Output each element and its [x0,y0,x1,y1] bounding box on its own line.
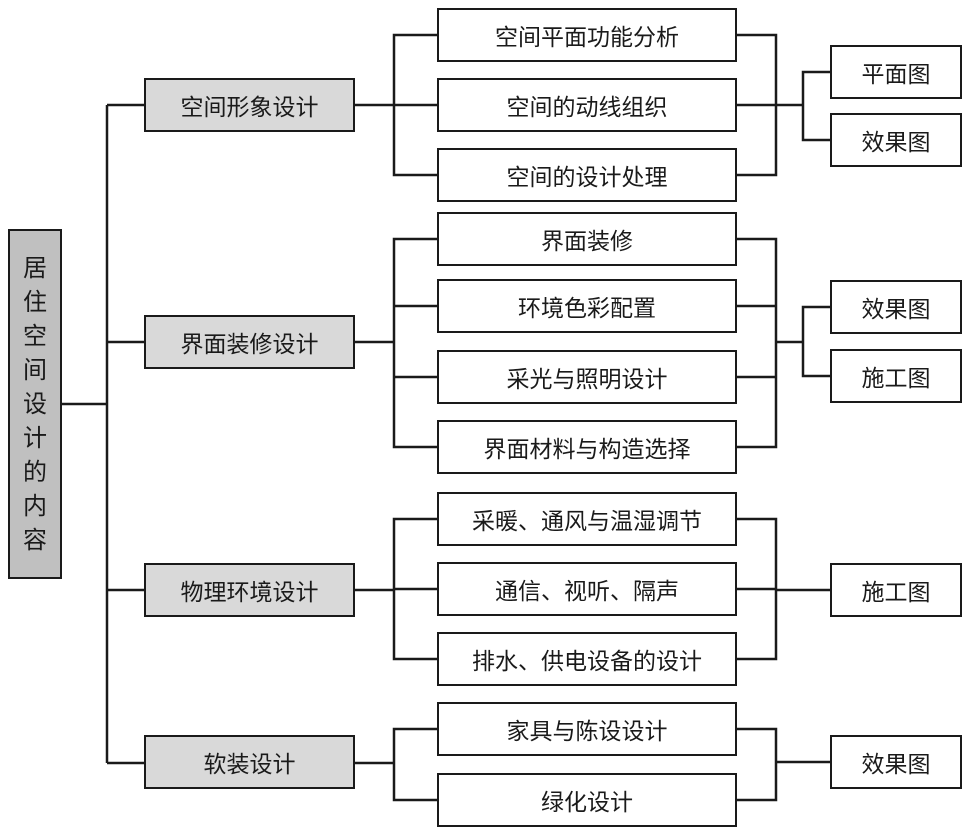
output-node-construction: 施工图 [830,349,962,403]
output-node-plan: 平面图 [830,45,962,99]
connector-cat2-bracket-left [392,237,437,449]
connector-cat3-bracket-right [737,517,778,661]
root-char: 居 [23,254,47,282]
connector-cat1-bracket-left [392,33,437,177]
root-char: 住 [23,288,47,316]
connector-cat4-bracket-right [737,727,778,802]
connector-cat3-bracket-left [392,517,437,661]
item-node: 家具与陈设设计 [437,702,737,756]
item-node: 界面装修 [437,212,737,266]
item-node: 界面材料与构造选择 [437,420,737,474]
root-char: 空 [23,322,47,350]
item-node: 空间的动线组织 [437,78,737,132]
output-node-rendering: 效果图 [830,113,962,167]
connector-cat4-bracket-left [392,727,437,802]
output-node-rendering: 效果图 [830,735,962,789]
output-node-construction: 施工图 [830,563,962,617]
category-node-physical-environment: 物理环境设计 [144,563,355,617]
item-node: 绿化设计 [437,773,737,827]
root-char: 间 [23,356,47,384]
root-char: 的 [23,458,47,486]
root-node: 居 住 空 间 设 计 的 内 容 [8,229,62,579]
category-node-soft-furnishing: 软装设计 [144,735,355,789]
item-node: 排水、供电设备的设计 [437,632,737,686]
connector-cat2-outputs [776,305,830,378]
item-node: 空间的设计处理 [437,148,737,202]
root-char: 内 [23,492,47,520]
connector-cat2-bracket-right [737,237,778,449]
item-node: 通信、视听、隔声 [437,562,737,616]
connector-cat1-outputs [776,70,830,142]
output-node-rendering: 效果图 [830,280,962,334]
root-char: 设 [23,390,47,418]
root-char: 容 [23,526,47,554]
connector-cat1-bracket-right [737,33,778,177]
item-node: 采光与照明设计 [437,350,737,404]
item-node: 采暖、通风与温湿调节 [437,492,737,546]
item-node: 空间平面功能分析 [437,8,737,62]
root-char: 计 [23,424,47,452]
category-node-interface-decoration: 界面装修设计 [144,315,355,369]
category-node-spatial-image: 空间形象设计 [144,78,355,132]
item-node: 环境色彩配置 [437,279,737,333]
